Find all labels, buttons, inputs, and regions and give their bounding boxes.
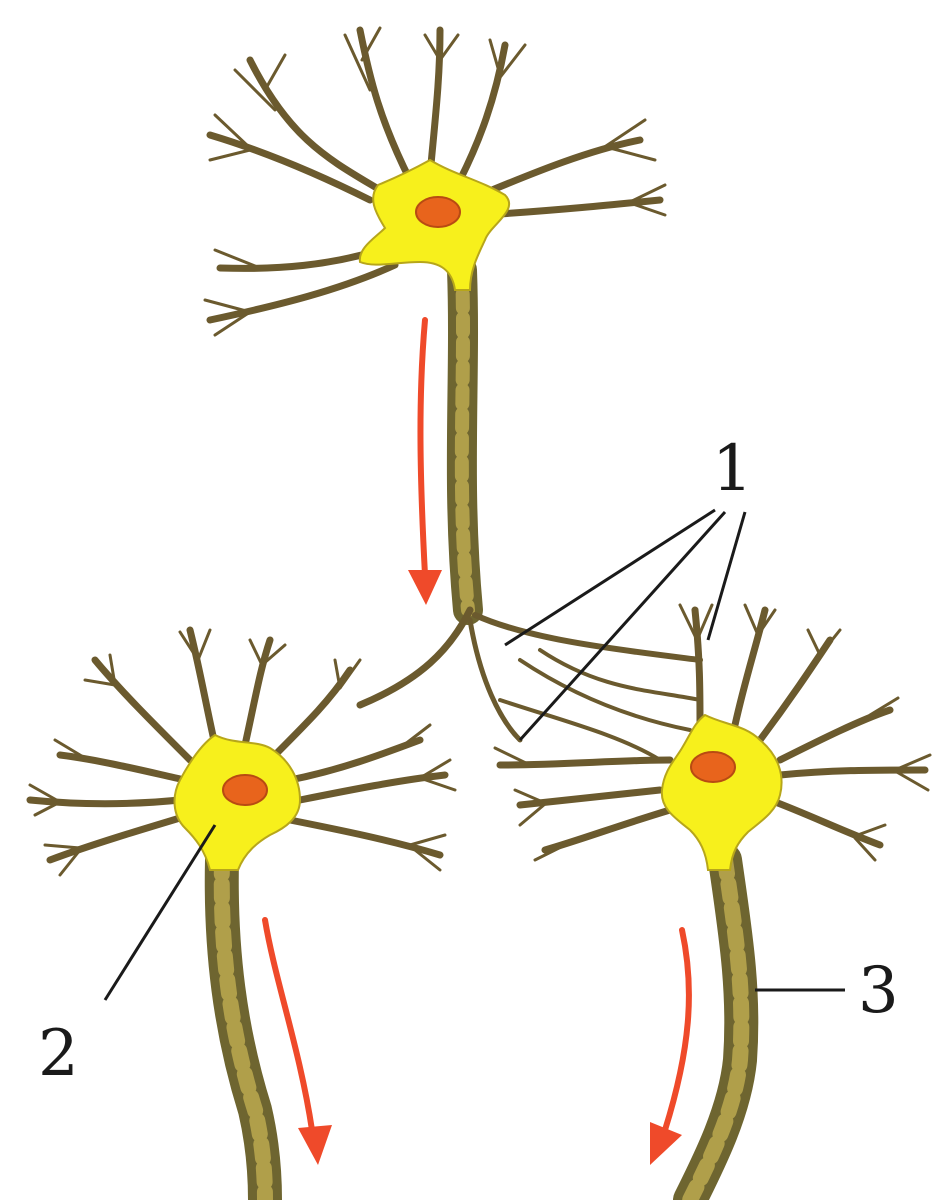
red-downward-arrow-icon	[650, 930, 689, 1165]
callout-axon: 3	[755, 954, 899, 1028]
callout-cell-body: 2	[38, 825, 215, 1091]
right-neuron-axon	[690, 860, 741, 1200]
label-synapses: 1	[712, 432, 753, 506]
right-neuron-nucleus	[691, 752, 735, 782]
label-cell-body: 2	[38, 1017, 79, 1091]
left-neuron-axon	[222, 860, 265, 1200]
left-neuron	[30, 630, 455, 1200]
top-neuron-axon	[360, 270, 700, 760]
label-axon: 3	[858, 954, 899, 1028]
top-neuron-nucleus	[416, 197, 460, 227]
red-downward-arrow-icon	[408, 320, 442, 605]
callout-synapses: 1	[505, 432, 753, 740]
left-neuron-nucleus	[223, 775, 267, 805]
